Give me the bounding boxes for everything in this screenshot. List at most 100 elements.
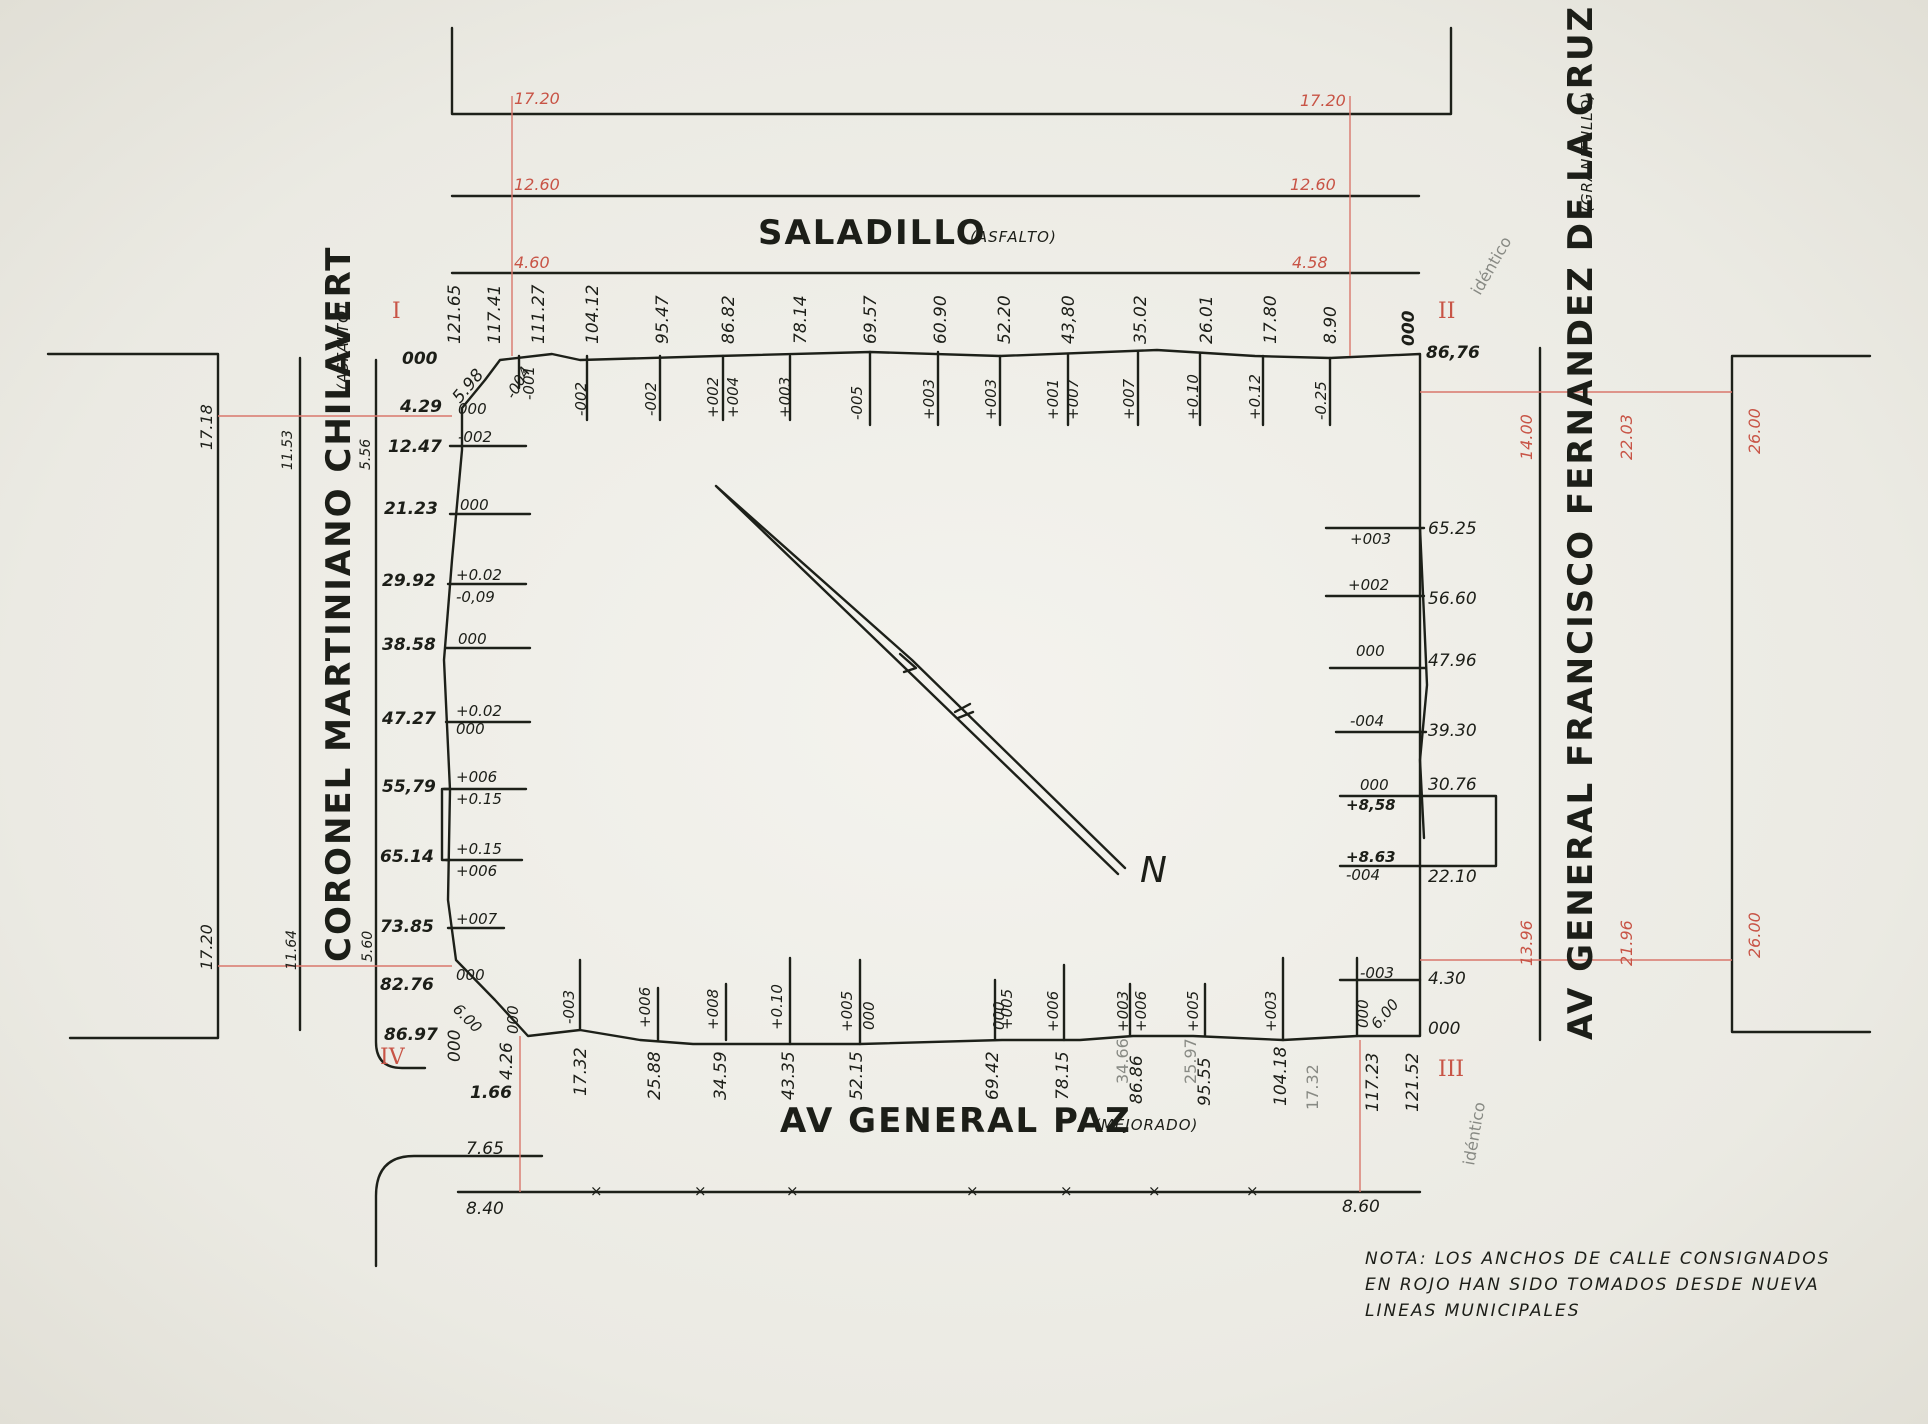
south-level: +003 xyxy=(1114,991,1132,1032)
south-station: 25.88 xyxy=(645,1051,665,1100)
south-side-figures: 000 4.26 17.32 25.88 34.59 43.35 52.15 6… xyxy=(445,984,1423,1112)
north-arrow-label: N xyxy=(1140,850,1167,891)
west-station: 65.14 xyxy=(380,847,434,867)
west-level: +0.02 xyxy=(456,702,502,720)
west-level: +0.02 xyxy=(456,566,502,584)
width-figure: 17.20 xyxy=(514,89,560,108)
north-station: 86.82 xyxy=(719,295,739,344)
west-level: +006 xyxy=(456,862,497,880)
west-level: -0,09 xyxy=(456,588,495,606)
street-name-west: CORONEL MARTINIANO CHILAVERT xyxy=(319,246,359,963)
south-level: +006 xyxy=(1044,991,1062,1032)
street-surface-east: (GRANITULLO) xyxy=(1578,92,1596,212)
block-perimeter xyxy=(442,348,1422,1046)
width-figure: 1.66 xyxy=(470,1083,512,1103)
corner-label-i: I xyxy=(392,299,401,324)
west-level: +007 xyxy=(456,910,498,928)
west-level: -002 xyxy=(458,428,492,446)
structural-lines xyxy=(46,26,1872,1268)
west-station: 38.58 xyxy=(382,635,436,655)
north-station: 117.41 xyxy=(485,285,505,344)
north-arrow: N xyxy=(714,484,1167,891)
west-station: 12.47 xyxy=(388,437,442,457)
west-block-outline xyxy=(46,352,220,1040)
east-side-figures: 65.25 56.60 47.96 39.30 30.76 22.10 4.30… xyxy=(1346,519,1477,1039)
pencil-notes: idéntico idéntico xyxy=(1459,233,1515,1167)
south-station: 52.15 xyxy=(847,1051,867,1100)
survey-mark: × xyxy=(1060,1182,1073,1200)
west-station: 55,79 xyxy=(382,777,436,797)
width-figure: 8.40 xyxy=(466,1199,504,1219)
north-corner-value: 86,76 xyxy=(1426,343,1480,363)
north-level: +0.10 xyxy=(1184,374,1202,420)
west-level: +0.15 xyxy=(456,790,502,808)
south-level: +0.10 xyxy=(768,984,786,1030)
width-figure: 17.20 xyxy=(1300,91,1346,110)
width-figure: 5.60 xyxy=(360,931,376,962)
width-figure: 12.60 xyxy=(1290,175,1336,194)
south-level: +006 xyxy=(1132,991,1150,1032)
pencil-note-north: idéntico xyxy=(1467,233,1515,298)
north-station: 121.65 xyxy=(445,285,465,344)
north-station: 69.57 xyxy=(861,295,881,344)
south-level: -003 xyxy=(560,990,578,1024)
width-figure: 17.18 xyxy=(197,404,216,450)
width-figure: 11.53 xyxy=(280,430,296,470)
north-side-figures: 000 5.98 000 86,76 121.65 117.41 111.27 … xyxy=(402,284,1480,420)
north-level: +004 xyxy=(724,377,742,418)
west-level: 000 xyxy=(458,630,487,648)
south-level: +005 xyxy=(998,989,1016,1030)
note-line: EN ROJO HAN SIDO TOMADOS DESDE NUEVA xyxy=(1365,1275,1820,1295)
south-station: 17.32 xyxy=(571,1047,591,1096)
south-level: +005 xyxy=(838,991,856,1032)
west-station: 73.85 xyxy=(380,917,434,937)
plan-note: NOTA: LOS ANCHOS DE CALLE CONSIGNADOS EN… xyxy=(1365,1246,1885,1324)
south-station: 95.55 xyxy=(1195,1057,1215,1106)
east-station: 4.30 xyxy=(1428,969,1466,989)
width-figure: 8.60 xyxy=(1342,1197,1380,1217)
width-figure: 26.00 xyxy=(1745,912,1764,958)
north-block-outline xyxy=(450,26,1453,116)
corner-label-ii: II xyxy=(1438,299,1455,324)
south-level: +005 xyxy=(1184,991,1202,1032)
west-level: 000 xyxy=(458,400,487,418)
west-station: 4.29 xyxy=(399,397,442,417)
width-figure: 14.00 xyxy=(1517,414,1536,460)
north-level: +0.12 xyxy=(1246,374,1264,420)
width-figure: 13.96 xyxy=(1517,920,1536,966)
width-figure: 4.60 xyxy=(514,253,550,272)
width-figure: 4.58 xyxy=(1292,253,1328,272)
west-level: +0.15 xyxy=(456,840,502,858)
east-level: +002 xyxy=(1348,576,1389,594)
north-station: 35.02 xyxy=(1131,295,1151,344)
east-level: -004 xyxy=(1346,866,1380,884)
level-ticks xyxy=(440,350,1498,1046)
east-station: 39.30 xyxy=(1428,721,1477,741)
east-station: 47.96 xyxy=(1428,651,1477,671)
corner-label-iv: IV xyxy=(380,1045,406,1070)
east-station: 22.10 xyxy=(1428,867,1477,887)
south-station: 78.15 xyxy=(1053,1051,1073,1100)
west-station: 21.23 xyxy=(384,499,438,519)
north-level: +003 xyxy=(776,377,794,418)
south-pencil-figure: 34.66 xyxy=(1113,1038,1132,1084)
south-level: 000 xyxy=(860,1001,878,1030)
north-station: 78.14 xyxy=(791,295,811,344)
width-figure: 7.65 xyxy=(466,1139,504,1159)
north-station: 95.47 xyxy=(653,295,673,344)
north-level: -002 xyxy=(642,382,660,416)
east-offset-box xyxy=(1338,794,1498,868)
north-station: 26.01 xyxy=(1197,295,1217,344)
west-station: 47.27 xyxy=(381,709,436,729)
east-level: -004 xyxy=(1350,712,1384,730)
south-station: 104.18 xyxy=(1271,1046,1291,1106)
width-figure: 22.03 xyxy=(1617,414,1636,460)
east-level: -003 xyxy=(1360,964,1394,982)
width-figure: 21.96 xyxy=(1617,920,1636,966)
south-pencil-figure: 17.32 xyxy=(1303,1064,1322,1110)
chilavert-corner-curve xyxy=(374,358,427,1070)
north-arrow-needle xyxy=(714,484,1127,876)
street-surface-west: (ASFALTO) xyxy=(334,303,352,390)
west-station: 29.92 xyxy=(382,571,436,591)
north-level: +003 xyxy=(920,379,938,420)
